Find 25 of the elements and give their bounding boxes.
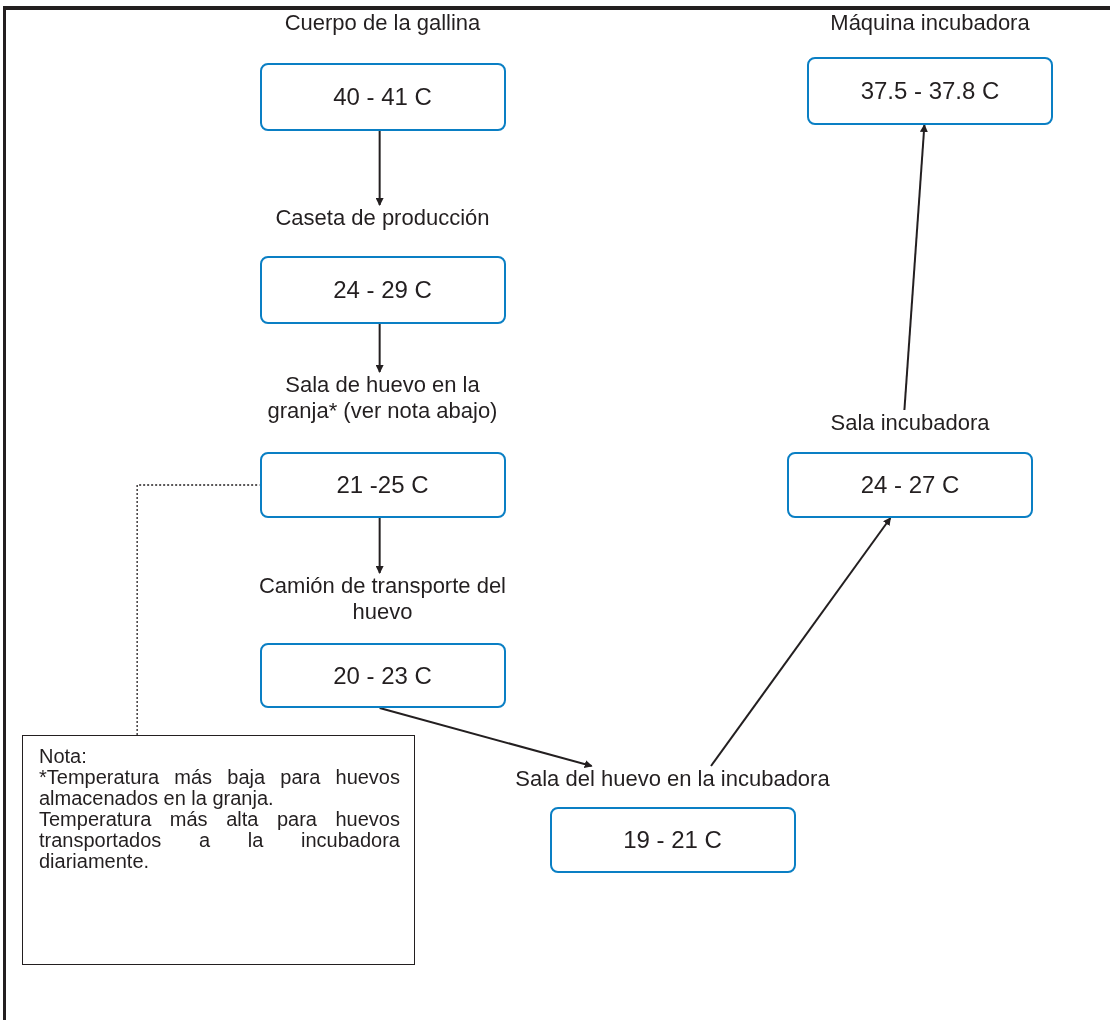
temperature-box: 19 - 21 C bbox=[549, 807, 796, 873]
note-text: *Temperatura más baja para huevos almacenados en la granja. bbox=[39, 767, 400, 809]
leader-line bbox=[136, 484, 261, 736]
arrow bbox=[710, 517, 892, 767]
temperature-box: 40 - 41 C bbox=[259, 63, 506, 131]
stage-heading: Cuerpo de la gallina bbox=[283, 10, 482, 36]
temperature-box: 24 - 29 C bbox=[259, 256, 506, 324]
stage-heading: Máquina incubadora bbox=[829, 10, 1031, 36]
arrow bbox=[375, 323, 384, 373]
temperature-box: 24 - 27 C bbox=[787, 452, 1033, 518]
stage-heading: Camión de transporte del huevo bbox=[258, 573, 507, 625]
stage-heading: Caseta de producción bbox=[274, 205, 491, 231]
note-text: Temperatura más alta para huevos transportados a la incubadora diariamente. bbox=[39, 809, 400, 872]
stage-heading: Sala incubadora bbox=[829, 410, 991, 436]
arrow bbox=[375, 130, 384, 206]
stage-heading: Sala del huevo en la incubadora bbox=[514, 766, 831, 792]
temperature-box: 21 -25 C bbox=[259, 452, 506, 518]
temperature-box: 20 - 23 C bbox=[259, 643, 506, 708]
arrow bbox=[903, 124, 928, 411]
temperature-box: 37.5 - 37.8 C bbox=[807, 57, 1053, 125]
note-box bbox=[22, 735, 415, 965]
arrow bbox=[378, 707, 593, 768]
arrow bbox=[375, 517, 384, 574]
stage-heading: Sala de huevo en la granja* (ver nota abajo) bbox=[266, 372, 499, 424]
note-text: Nota: bbox=[39, 746, 88, 767]
